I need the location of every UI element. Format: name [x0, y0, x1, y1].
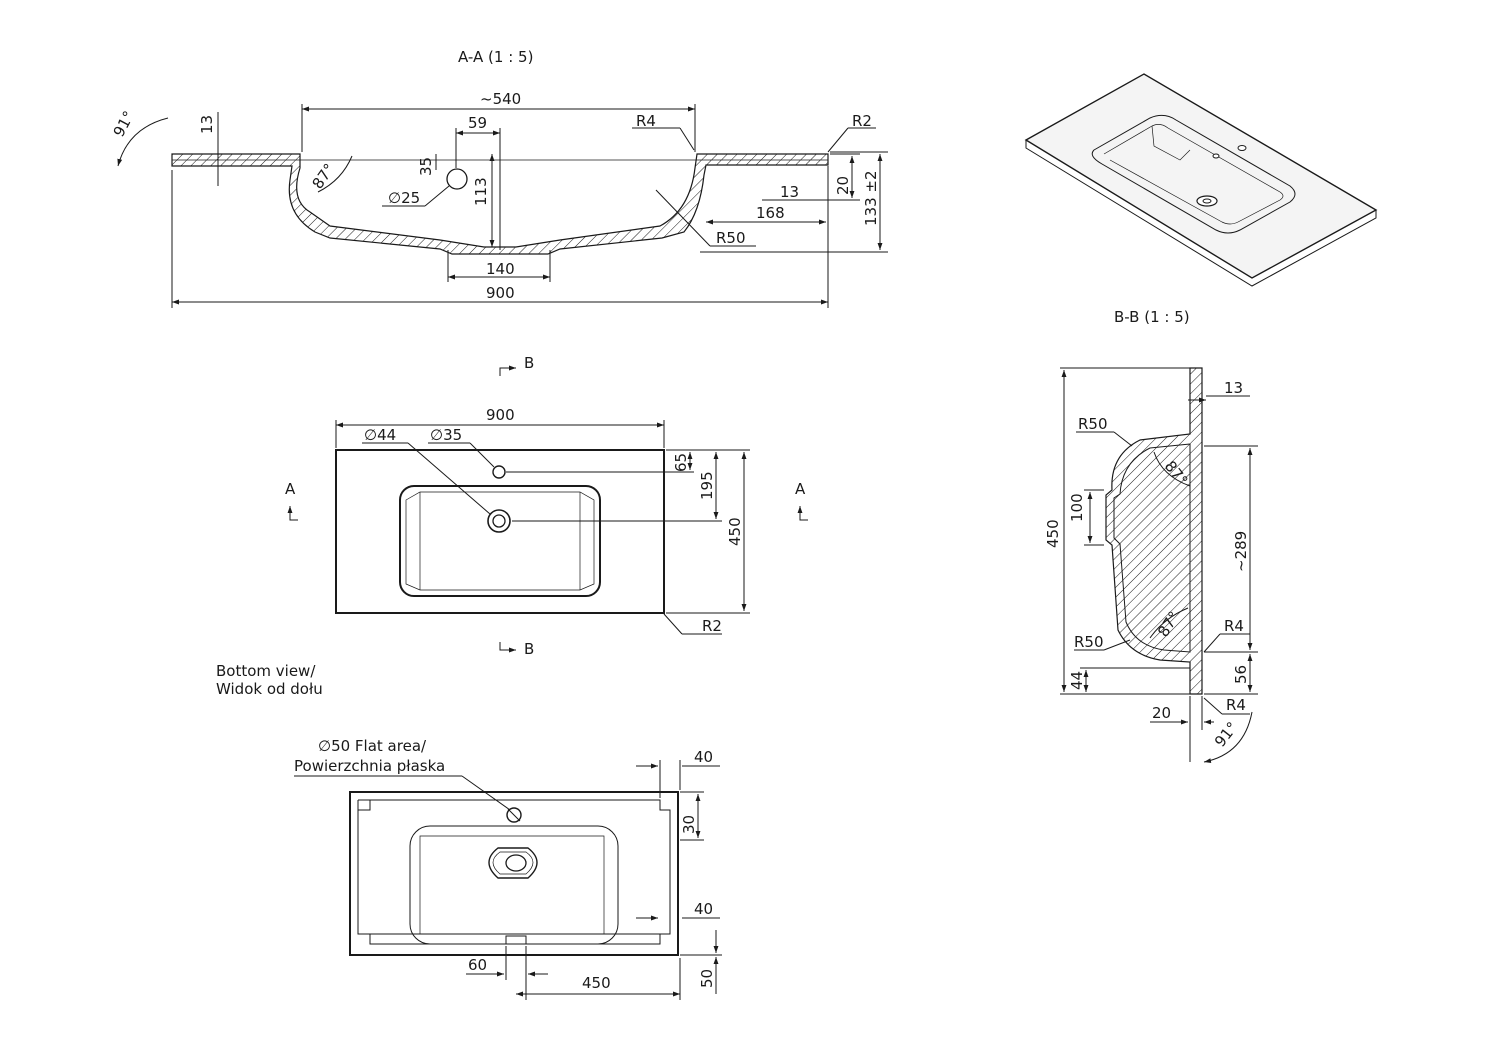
- dim-aa-168: 168: [756, 204, 785, 222]
- dim-bb-289: ~289: [1232, 531, 1250, 572]
- dim-bb-r4-mid: R4: [1224, 617, 1244, 635]
- dim-top-65: 65: [672, 453, 690, 472]
- dim-aa-35: 35: [417, 157, 435, 176]
- dim-top-dia44: ∅44: [364, 426, 396, 444]
- dim-bot-40a: 40: [694, 748, 713, 766]
- dim-top-dia35: ∅35: [430, 426, 462, 444]
- bottom-view-basin: [409, 825, 619, 945]
- dim-bb-91: 91°: [1211, 718, 1242, 750]
- section-aa: A-A (1 : 5) 900 140 ~540 59 113 35 ∅25 8…: [110, 48, 888, 308]
- top-view-basin: [399, 485, 601, 597]
- overflow-hole: [446, 168, 468, 190]
- dim-aa-91: 91°: [110, 108, 138, 140]
- top-view: 900 ∅44 ∅35 65 195 450 R2 B B A A: [285, 354, 808, 658]
- dim-aa-540: ~540: [480, 90, 521, 108]
- dim-aa-r50: R50: [716, 229, 746, 247]
- tap-hole: [492, 465, 506, 479]
- dim-bot-30: 30: [680, 815, 698, 834]
- dim-aa-87: 87°: [309, 160, 339, 192]
- bottom-view-outline: [349, 791, 679, 956]
- dim-bot-60: 60: [468, 956, 487, 974]
- isometric-view: [1024, 73, 1378, 287]
- dim-aa-20: 20: [834, 176, 852, 195]
- dim-aa-59: 59: [468, 114, 487, 132]
- dim-top-195: 195: [698, 471, 716, 500]
- section-bb-title: B-B (1 : 5): [1114, 308, 1190, 326]
- marker-b-top: B: [524, 354, 534, 372]
- section-bb: B-B (1 : 5) 450 100 44 13 R50 87° ~289 8…: [1044, 308, 1258, 764]
- marker-b-bottom: B: [524, 640, 534, 658]
- dim-aa-r2: R2: [852, 112, 872, 130]
- top-view-outline: [335, 449, 665, 614]
- dim-aa-r4: R4: [636, 112, 656, 130]
- dim-aa-133: 133 ±2: [862, 170, 880, 226]
- dim-bb-r4-bot: R4: [1226, 696, 1246, 714]
- dim-aa-113: 113: [472, 177, 490, 206]
- dim-bb-450: 450: [1044, 519, 1062, 548]
- dim-bb-56: 56: [1232, 665, 1250, 684]
- dim-bb-r50-bot: R50: [1074, 633, 1104, 651]
- bottom-view-caption-1: Bottom view/: [216, 662, 316, 680]
- dim-top-450: 450: [726, 517, 744, 546]
- dim-bot-50: 50: [698, 969, 716, 988]
- dim-bb-13: 13: [1224, 379, 1243, 397]
- dim-aa-dia25: ∅25: [388, 189, 420, 207]
- flat-area-label-1: ∅50 Flat area/: [318, 737, 427, 755]
- bottom-view-caption-2: Widok od dołu: [216, 680, 323, 698]
- section-aa-title: A-A (1 : 5): [458, 48, 533, 66]
- dim-aa-13b: 13: [780, 183, 799, 201]
- dim-aa-13: 13: [198, 115, 216, 134]
- dim-aa-900: 900: [486, 284, 515, 302]
- section-bb-profile: [1105, 367, 1203, 695]
- dim-aa-140: 140: [486, 260, 515, 278]
- dim-bot-450: 450: [582, 974, 611, 992]
- dim-bb-20: 20: [1152, 704, 1171, 722]
- dim-bb-r50-top: R50: [1078, 415, 1108, 433]
- marker-a-left: A: [285, 480, 296, 498]
- bottom-view: Bottom view/ Widok od dołu ∅50 Flat area…: [216, 662, 722, 1000]
- marker-a-right: A: [795, 480, 806, 498]
- section-aa-profile: [171, 153, 829, 255]
- flat-area-label-2: Powierzchnia płaska: [294, 757, 445, 775]
- dim-top-900: 900: [486, 406, 515, 424]
- dim-bot-40b: 40: [694, 900, 713, 918]
- dim-bb-44: 44: [1068, 671, 1086, 690]
- dim-bb-100: 100: [1068, 493, 1086, 522]
- dim-top-r2: R2: [702, 617, 722, 635]
